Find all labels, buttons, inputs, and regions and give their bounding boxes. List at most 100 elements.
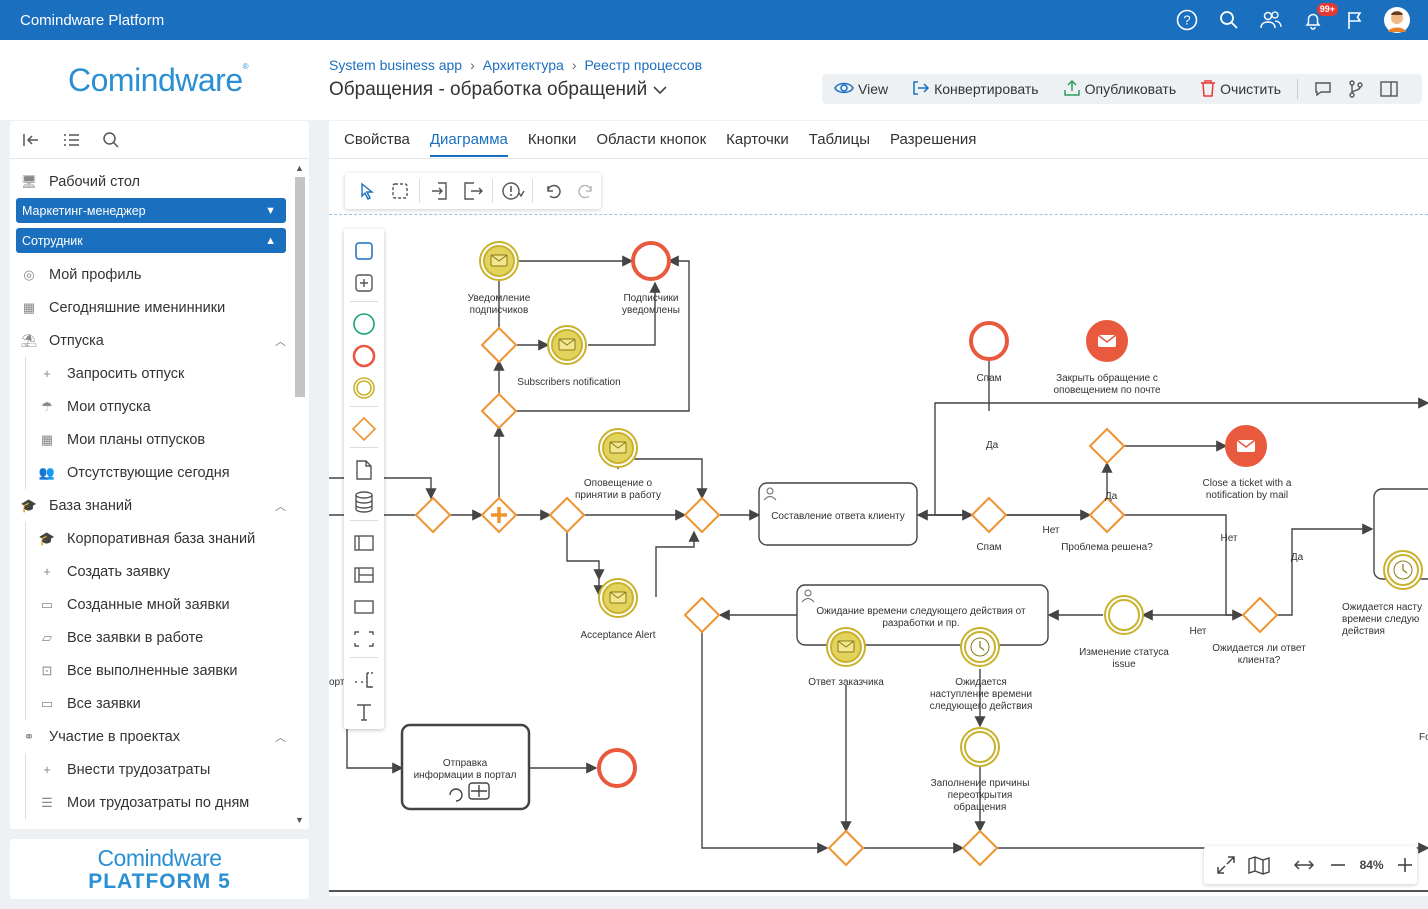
tab-5[interactable]: Таблицы xyxy=(808,131,870,148)
publish-button[interactable]: Опубликовать xyxy=(1051,74,1189,104)
search-icon[interactable] xyxy=(102,131,120,149)
group-tool[interactable] xyxy=(350,593,378,621)
intermediate-event-tool[interactable] xyxy=(350,374,378,402)
event-inner-ring xyxy=(964,731,996,763)
toolbar-divider xyxy=(492,179,493,203)
tab-2[interactable]: Кнопки xyxy=(527,131,577,148)
sidebar-item[interactable]: 👥Отсутствующие сегодня xyxy=(10,456,292,489)
undo-button[interactable] xyxy=(539,178,566,205)
comments-button[interactable] xyxy=(1302,74,1344,104)
scroll-down-icon[interactable]: ▼ xyxy=(295,815,304,825)
validate-button[interactable] xyxy=(499,178,526,205)
zoom-in-button[interactable] xyxy=(1394,853,1417,877)
search-icon[interactable] xyxy=(1216,7,1242,33)
sidebar-item[interactable]: ▭Созданные мной заявки xyxy=(10,588,292,621)
sidebar-item[interactable]: ▦Мои планы отпусков xyxy=(10,423,292,456)
plus-icon: + xyxy=(43,366,51,381)
sidebar-item[interactable]: +Внести трудозатраты xyxy=(10,753,292,786)
collapse-sidebar-icon[interactable] xyxy=(22,132,40,148)
text-tool[interactable] xyxy=(350,698,378,726)
chevron-up-icon[interactable]: ︿ xyxy=(275,731,286,744)
label-close-ticket-line: notification by mail xyxy=(1206,490,1288,501)
breadcrumb-item-app[interactable]: System business app xyxy=(329,57,463,73)
sidebar-scrollbar[interactable]: ▲ ▼ xyxy=(293,161,307,825)
panel-toggle-button[interactable] xyxy=(1368,74,1410,104)
chevron-up-icon[interactable]: ︿ xyxy=(275,335,286,348)
label-yes: Да xyxy=(1291,552,1304,563)
pointer-tool[interactable] xyxy=(353,178,380,205)
intermediate-event-icon xyxy=(353,377,375,399)
exclusive-gateway-4 xyxy=(548,496,586,534)
annotation-icon xyxy=(355,672,373,688)
page-title[interactable]: Обращения - обработка обращений xyxy=(329,79,667,101)
fit-width-button[interactable] xyxy=(1293,853,1316,877)
redo-button[interactable] xyxy=(572,178,599,205)
sidebar-item[interactable]: ▭Все заявки xyxy=(10,687,292,720)
subprocess-tool[interactable] xyxy=(350,269,378,297)
breadcrumb-item-architecture[interactable]: Архитектура xyxy=(482,57,564,73)
sidebar-item[interactable]: +Создать заявку xyxy=(10,555,292,588)
scrollbar-thumb[interactable] xyxy=(295,177,305,397)
scroll-up-icon[interactable]: ▲ xyxy=(295,163,304,173)
start-event-tool[interactable] xyxy=(350,310,378,338)
end-event-tool[interactable] xyxy=(350,342,378,370)
fit-screen-button[interactable] xyxy=(1214,853,1237,877)
branch-button[interactable] xyxy=(1344,74,1368,104)
task-icon xyxy=(355,242,373,260)
sidebar-item-desktop[interactable]: 🖥 Рабочий стол xyxy=(10,165,292,198)
annotation-tool[interactable] xyxy=(350,666,378,694)
view-button[interactable]: View xyxy=(822,74,900,104)
tab-0[interactable]: Свойства xyxy=(344,131,410,148)
data-store-tool[interactable] xyxy=(350,488,378,516)
tab-6[interactable]: Разрешения xyxy=(889,131,977,148)
pool-tool[interactable] xyxy=(350,529,378,557)
sidebar-item[interactable]: ◎Мой профиль xyxy=(10,258,292,291)
sequence-flow xyxy=(517,255,690,412)
tab-4[interactable]: Карточки xyxy=(726,131,789,148)
label-acceptance-alert: Acceptance Alert xyxy=(580,630,655,641)
role-employee[interactable]: Сотрудник ▲ xyxy=(16,228,286,253)
gateway-tool[interactable] xyxy=(350,415,378,443)
label-wait-next-line: разработки и пр. xyxy=(882,617,959,629)
sidebar-item[interactable]: ⊡Все выполненные заявки xyxy=(10,654,292,687)
task-tool[interactable] xyxy=(350,237,378,265)
role-marketing-manager[interactable]: Маркетинг-менеджер ▼ xyxy=(16,198,286,223)
sidebar-item[interactable]: ▦Сегодняшние именинники xyxy=(10,291,292,324)
canvas-top-border xyxy=(329,214,1428,215)
import-button[interactable] xyxy=(426,178,453,205)
sidebar-item[interactable]: ⛱Отпуска︿ xyxy=(10,324,292,357)
minimap-button[interactable] xyxy=(1247,853,1270,877)
breadcrumb-item-process-registry[interactable]: Реестр процессов xyxy=(584,57,703,73)
sidebar-item[interactable]: 🎓База знаний︿ xyxy=(10,489,292,522)
users-icon[interactable] xyxy=(1258,7,1284,33)
help-icon[interactable]: ? xyxy=(1174,7,1200,33)
flag-icon[interactable] xyxy=(1342,7,1368,33)
export-button[interactable] xyxy=(459,178,486,205)
tab-1[interactable]: Диаграмма xyxy=(429,131,508,157)
label-accept-notice-line: принятии в работу xyxy=(575,489,661,501)
sidebar-item[interactable]: ☰Мои трудозатраты по дням xyxy=(10,786,292,819)
folder-open-icon: ▱ xyxy=(42,629,52,645)
list-icon[interactable] xyxy=(62,132,80,148)
clear-button[interactable]: Очистить xyxy=(1188,74,1293,104)
sidebar-item[interactable]: ▱Все заявки в работе xyxy=(10,621,292,654)
sidebar-item[interactable]: ☂Мои отпуска xyxy=(10,390,292,423)
convert-button[interactable]: Конвертировать xyxy=(900,74,1051,104)
sidebar-item[interactable]: +Запросить отпуск xyxy=(10,357,292,390)
sidebar-item[interactable]: ⚭Участие в проектах︿ xyxy=(10,720,292,753)
bell-icon[interactable]: 99+ xyxy=(1300,3,1338,33)
selection-area-tool[interactable] xyxy=(350,625,378,653)
chevron-up-icon[interactable]: ︿ xyxy=(275,500,286,513)
marquee-tool[interactable] xyxy=(386,178,413,205)
zoom-out-button[interactable] xyxy=(1326,853,1349,877)
lane-tool[interactable] xyxy=(350,561,378,589)
svg-text:?: ? xyxy=(1183,13,1190,28)
data-object-tool[interactable] xyxy=(350,456,378,484)
archive-icon: ⊡ xyxy=(41,662,53,678)
sidebar-item[interactable]: 🎓Корпоративная база знаний xyxy=(10,522,292,555)
tab-3[interactable]: Области кнопок xyxy=(596,131,707,148)
avatar[interactable] xyxy=(1384,7,1410,33)
